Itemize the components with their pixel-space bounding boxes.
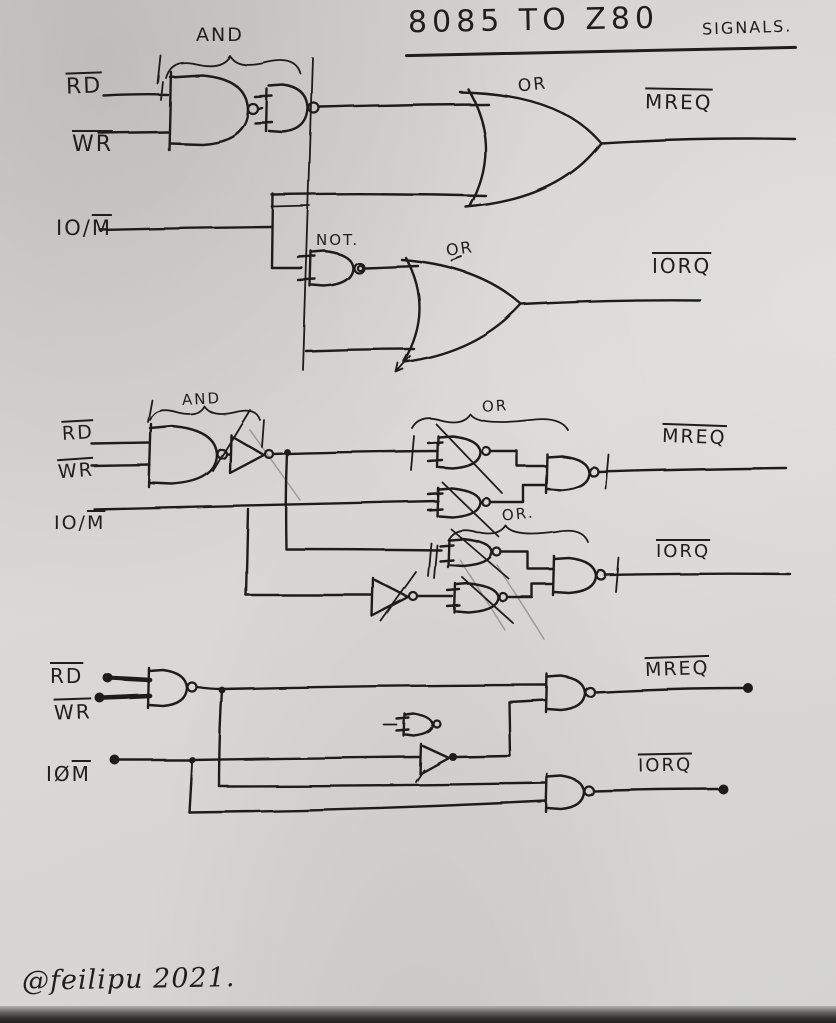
signal-label-iom: IØM bbox=[46, 762, 91, 786]
wire-iorq-out bbox=[592, 787, 722, 793]
nand-gate-mreq bbox=[544, 672, 596, 714]
inverter-gate bbox=[225, 433, 275, 475]
signal-label-iom: IO/M bbox=[54, 512, 106, 534]
page-title-suffix: SIGNALS. bbox=[701, 16, 793, 39]
or-label: OR bbox=[516, 73, 549, 97]
inverter-gate-crossed bbox=[426, 423, 503, 494]
wire-iorq-lower-input bbox=[304, 347, 416, 353]
inverter-triangle bbox=[415, 742, 457, 783]
nand-gate-iorq bbox=[551, 554, 607, 597]
input-terminals bbox=[95, 673, 194, 765]
circuit2-input-wires bbox=[90, 441, 152, 468]
circuit2-or2-brace bbox=[447, 525, 589, 543]
nand-gate bbox=[146, 666, 198, 710]
nand-gate bbox=[167, 70, 260, 152]
paper-edge-shadow bbox=[0, 1006, 836, 1023]
circuit2-signal-wires bbox=[92, 449, 443, 597]
output-terminal bbox=[718, 784, 728, 794]
signal-label-rd: RD bbox=[65, 73, 103, 100]
circuit2-mreq-zigzag-wires bbox=[488, 449, 548, 504]
circuit2-or-brace bbox=[411, 413, 569, 431]
signal-label-iorq: IORQ bbox=[637, 754, 693, 777]
inverter-gate-crossed bbox=[426, 481, 500, 538]
wire-zigzag bbox=[499, 550, 555, 571]
not-label: NOT. bbox=[316, 231, 360, 249]
wire bbox=[318, 102, 490, 109]
iom-branch-wires bbox=[98, 192, 488, 270]
or-label: OR bbox=[481, 396, 509, 416]
stray-vertical-line bbox=[302, 57, 314, 371]
nand-gate-mreq bbox=[544, 452, 600, 495]
wire-zigzag bbox=[505, 582, 555, 599]
nand-gate-crossed bbox=[438, 528, 510, 580]
signal-label-rd: RD bbox=[61, 421, 95, 445]
or-gate-mreq bbox=[458, 87, 603, 209]
signal-label-mreq: MREQ bbox=[644, 656, 710, 682]
wire-mreq-out bbox=[597, 466, 788, 474]
tick-marks bbox=[261, 419, 620, 593]
signal-label-iorq: IORQ bbox=[656, 541, 711, 562]
output-terminal bbox=[743, 683, 753, 693]
signal-label-mreq: MREQ bbox=[661, 424, 727, 450]
pencil-hatch bbox=[249, 429, 546, 641]
nand-gate-crossed bbox=[445, 576, 514, 624]
wire-iorq-out bbox=[519, 298, 702, 306]
inverter-triangle-crossed bbox=[370, 571, 419, 622]
signal-label-mreq: MREQ bbox=[644, 89, 713, 115]
page-title: 8085 TO Z80 bbox=[407, 0, 660, 41]
or-label: OR bbox=[444, 237, 475, 260]
or-label: OR. bbox=[501, 503, 536, 525]
wire-iorq-out bbox=[604, 572, 792, 577]
not-gate bbox=[296, 249, 366, 288]
wire-mreq-out bbox=[599, 137, 797, 145]
signal-label-wr: WR bbox=[57, 458, 95, 484]
wire-inverted-iom bbox=[455, 698, 548, 759]
circuit3-signal-wires bbox=[187, 683, 548, 814]
signal-label-wr: WR bbox=[53, 699, 93, 725]
nand-gate bbox=[147, 422, 228, 489]
circuit1-and-brace bbox=[157, 55, 302, 85]
or-gate-iorq bbox=[395, 256, 523, 373]
signal-label-iorq: IORQ bbox=[652, 254, 712, 278]
nand-inverter-gate bbox=[253, 83, 321, 134]
floating-small-inverter bbox=[383, 712, 442, 738]
and-label: AND bbox=[181, 388, 222, 410]
and-label: AND bbox=[196, 24, 244, 46]
wire-mreq-out bbox=[593, 686, 747, 694]
circuit1-input-wires bbox=[97, 81, 170, 135]
signature: @feilipu 2021. bbox=[21, 962, 236, 997]
signal-label-rd: RD bbox=[50, 664, 84, 688]
tick-mark bbox=[605, 454, 610, 490]
signal-label-wr: WR bbox=[72, 132, 114, 157]
signal-label-iom: IO/M bbox=[56, 216, 112, 240]
nand-gate-iorq bbox=[544, 772, 595, 814]
